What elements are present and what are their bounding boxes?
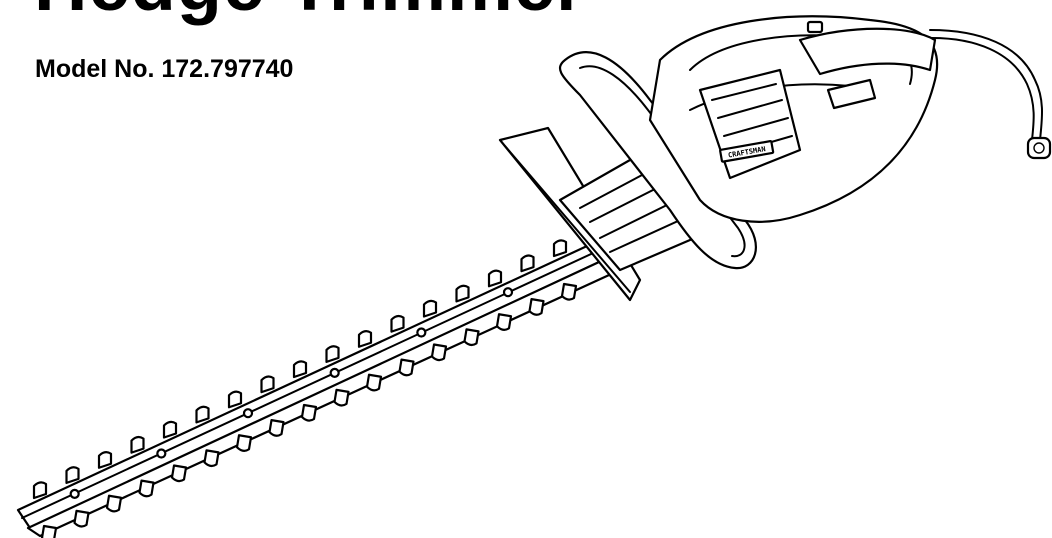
- document-title: Hedge Trimmer: [34, 0, 586, 22]
- blade-bolts: [69, 287, 514, 499]
- blade-guard-plate: [498, 126, 642, 302]
- brand-badge: CRAFTSMAN: [719, 140, 775, 163]
- plug-icon: [1026, 136, 1052, 160]
- model-number: Model No. 172.797740: [35, 55, 294, 83]
- power-cord: [929, 29, 1043, 141]
- blade-teeth-lower: [40, 282, 578, 538]
- blade-bar: [16, 238, 622, 538]
- rear-handle: [798, 20, 937, 110]
- front-handle: [558, 51, 757, 270]
- blade-teeth-upper: [32, 239, 568, 500]
